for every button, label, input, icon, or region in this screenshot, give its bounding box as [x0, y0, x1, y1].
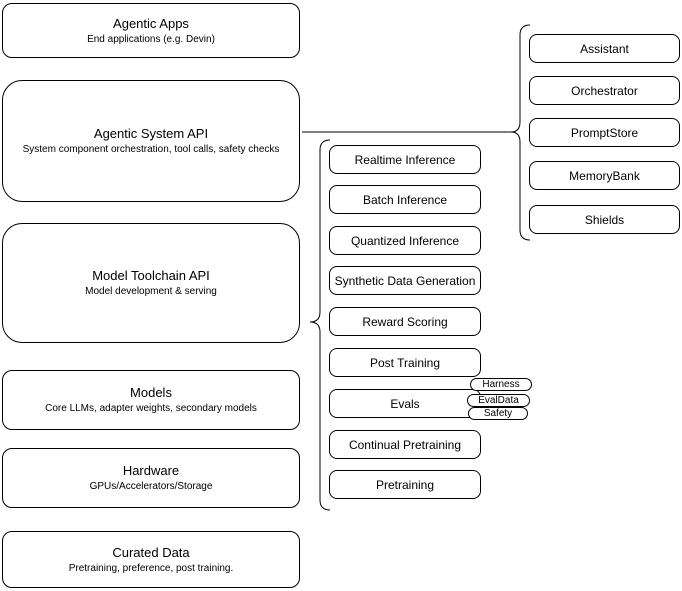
node-reward-scoring: Reward Scoring	[329, 307, 481, 336]
node-pretraining: Pretraining	[329, 470, 481, 499]
node-shields: Shields	[529, 205, 680, 234]
node-model-toolchain-api: Model Toolchain API Model development & …	[2, 223, 300, 343]
components-brace	[510, 24, 531, 241]
node-evals: Evals	[329, 389, 481, 418]
tag-evaldata: EvalData	[467, 394, 530, 407]
node-realtime-inference: Realtime Inference	[329, 145, 481, 174]
node-title: Agentic System API	[93, 126, 209, 141]
node-hardware: Hardware GPUs/Accelerators/Storage	[2, 448, 300, 508]
node-title: Curated Data	[112, 544, 190, 560]
node-continual-pretraining: Continual Pretraining	[329, 430, 481, 459]
node-title: Agentic Apps	[113, 15, 189, 31]
node-memorybank: MemoryBank	[529, 161, 680, 190]
node-title: Hardware	[122, 463, 180, 478]
toolchain-brace	[309, 139, 331, 511]
tag-harness: Harness	[470, 378, 532, 391]
tag-safety: Safety	[468, 407, 528, 420]
node-subtitle: End applications (e.g. Devin)	[87, 33, 215, 45]
node-title: Model Toolchain API	[92, 268, 210, 283]
node-assistant: Assistant	[529, 34, 680, 63]
node-title: Models	[130, 385, 172, 400]
node-synthetic-data-generation: Synthetic Data Generation	[329, 266, 481, 295]
node-batch-inference: Batch Inference	[329, 185, 481, 214]
node-post-training: Post Training	[329, 348, 481, 377]
node-subtitle: System component orchestration, tool cal…	[22, 144, 280, 155]
node-subtitle: GPUs/Accelerators/Storage	[89, 481, 213, 492]
node-models: Models Core LLMs, adapter weights, secon…	[2, 370, 300, 430]
node-subtitle: Pretraining, preference, post training.	[68, 562, 234, 574]
node-quantized-inference: Quantized Inference	[329, 226, 481, 255]
node-agentic-apps: Agentic Apps End applications (e.g. Devi…	[2, 3, 300, 58]
node-subtitle: Core LLMs, adapter weights, secondary mo…	[45, 403, 257, 414]
node-subtitle: Model development & serving	[85, 286, 217, 297]
node-orchestrator: Orchestrator	[529, 76, 680, 105]
node-promptstore: PromptStore	[529, 118, 680, 147]
node-curated-data: Curated Data Pretraining, preference, po…	[2, 531, 300, 588]
node-agentic-system-api: Agentic System API System component orch…	[2, 80, 300, 202]
